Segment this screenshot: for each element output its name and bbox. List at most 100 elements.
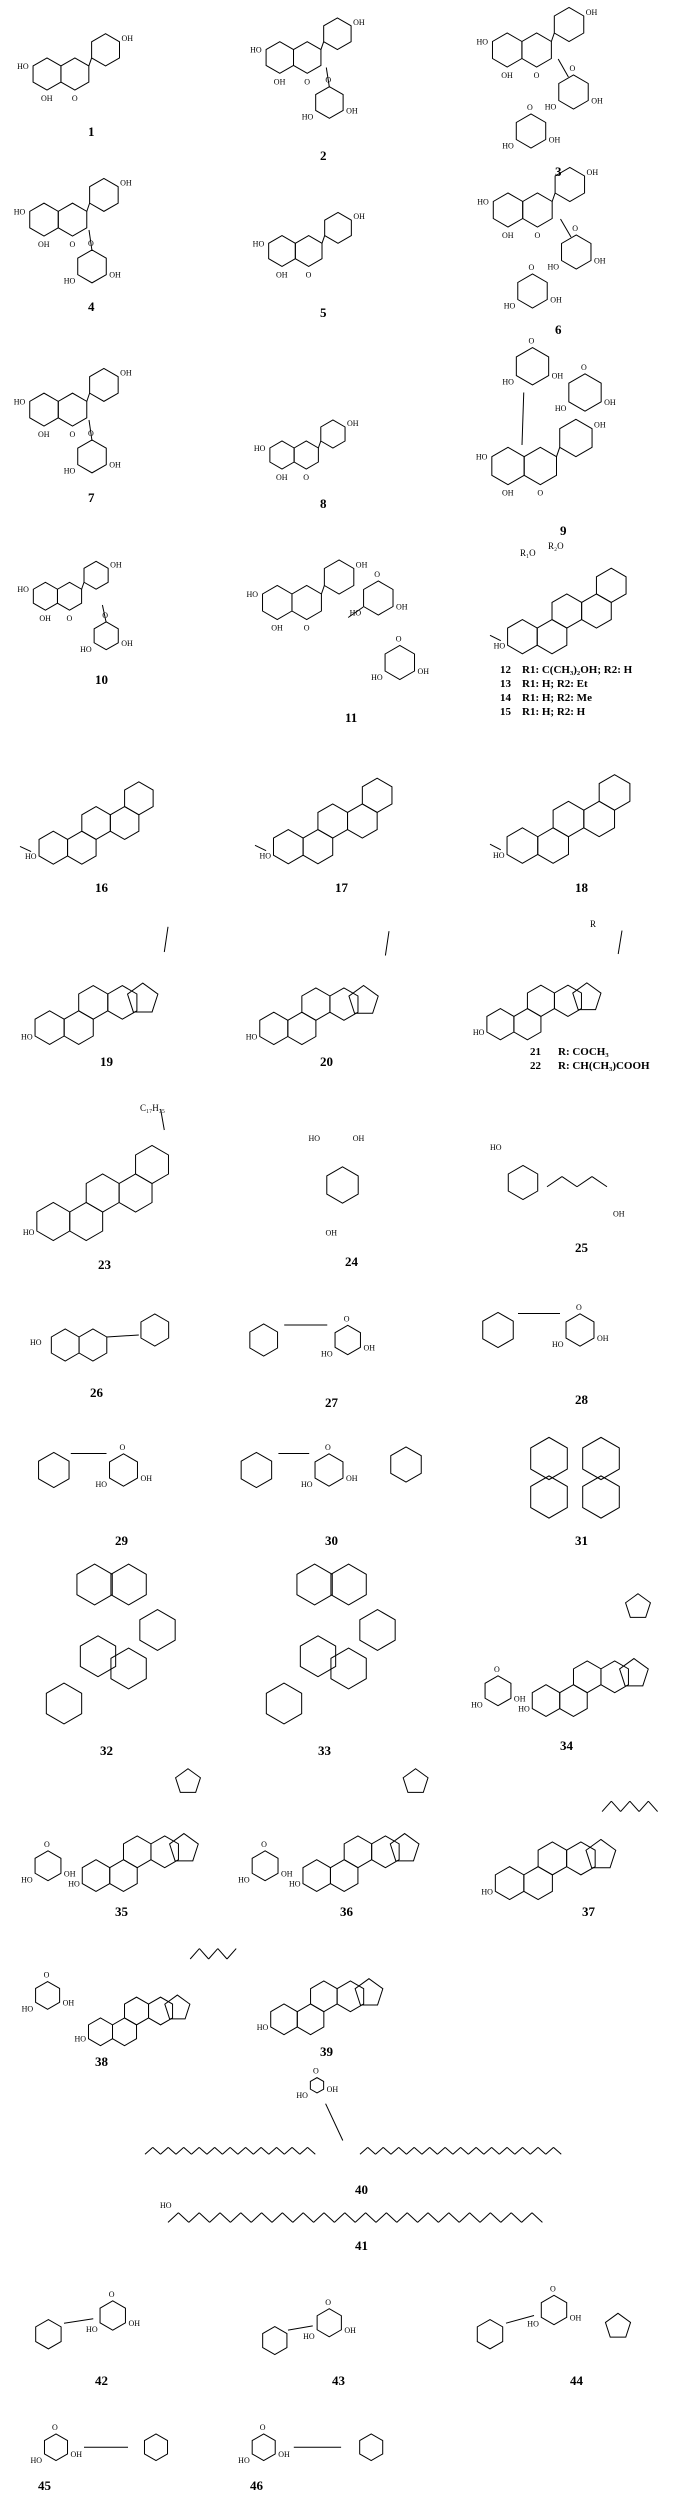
chain-bond	[283, 2147, 293, 2155]
bond	[254, 844, 267, 852]
structure-23: HO	[20, 1100, 205, 1250]
chain-bond	[167, 2147, 177, 2155]
atom-label: OH	[604, 398, 616, 407]
chain-bond	[217, 1948, 228, 1960]
ring-bond	[32, 57, 62, 91]
chain-bond	[561, 1176, 578, 1188]
chain-bond	[208, 1948, 219, 1960]
ring-bond	[559, 1684, 588, 1718]
atom-label: OH	[552, 372, 564, 381]
biflavan-icon	[45, 1563, 176, 1725]
chain-bond	[354, 2212, 366, 2223]
sugar-ring-bond	[384, 644, 416, 681]
chain-bond	[491, 2147, 500, 2155]
bond	[88, 419, 93, 441]
atom-label: HO	[30, 2456, 42, 2465]
atom-label: OH	[276, 473, 288, 482]
chain-bond	[390, 2147, 400, 2155]
bond	[88, 57, 93, 67]
sugar-ring-bond	[484, 1675, 512, 1707]
atom-label: OH	[38, 430, 50, 439]
atom-label: HO	[68, 1880, 80, 1889]
ring-bond	[522, 192, 553, 228]
ring-bond	[371, 1835, 400, 1869]
bond	[160, 1108, 165, 1131]
chain-bond	[152, 2147, 161, 2155]
ring-bond	[359, 1609, 396, 1651]
atom-label: HO	[21, 1032, 33, 1041]
structure-37: HO	[480, 1770, 665, 1901]
atom-label: O	[325, 1443, 331, 1452]
bond	[101, 604, 107, 623]
atom-label: O	[102, 611, 108, 620]
chain-bond	[479, 2212, 491, 2223]
atom-label: HO	[490, 1143, 502, 1152]
ring-bond	[551, 593, 583, 629]
ring-bond	[324, 211, 352, 244]
structure-39: HO	[257, 1925, 410, 2040]
bond	[384, 931, 390, 956]
ring-bond	[330, 1647, 367, 1690]
atom-label: O	[120, 1443, 126, 1452]
compound-label: 25	[575, 1240, 588, 1255]
chain-bond	[448, 2212, 460, 2223]
ring-bond	[595, 567, 627, 604]
chain-bond	[483, 2147, 492, 2155]
bond	[560, 218, 572, 238]
chain-bond	[189, 1948, 200, 1960]
ring-bond	[91, 33, 121, 67]
chain-bond	[638, 1800, 649, 1812]
atom-label: O	[70, 240, 76, 249]
structure-32	[30, 1560, 200, 1735]
atom-label: OH	[502, 231, 514, 240]
atom-label: HO	[23, 1228, 35, 1237]
atom-label: O	[44, 1971, 50, 1980]
atom-label: OH	[346, 1474, 358, 1483]
sugar-ring-bond	[309, 2077, 325, 2094]
ring-bond	[389, 1832, 420, 1862]
ring-bond	[598, 774, 631, 811]
atom-label: OH	[276, 270, 288, 279]
ring-bond	[537, 827, 569, 864]
ring-bond	[124, 781, 154, 816]
ring-bond	[359, 2433, 384, 2462]
atom-label: HO	[502, 142, 514, 151]
chain-bond	[365, 2212, 377, 2223]
chain-bond	[282, 2212, 294, 2223]
chain-bond	[629, 1800, 640, 1812]
ring-bond	[174, 1768, 202, 1793]
ring-bond	[553, 6, 585, 43]
chain-bond	[167, 2212, 179, 2223]
atom-label: OH	[344, 2326, 356, 2335]
structure-21: HO	[470, 915, 660, 1045]
bond	[63, 2318, 94, 2324]
c17h35-substituent: C₁₇H₃₅	[140, 1103, 166, 1113]
bond	[557, 58, 569, 78]
ring-bond	[112, 2017, 138, 2047]
ring-bond	[139, 1609, 176, 1651]
chain-bond	[313, 2212, 325, 2223]
chain-bond	[144, 2147, 154, 2155]
sugar-ring-bond	[363, 580, 394, 616]
chain-bond	[260, 2147, 270, 2155]
compound-label: 17	[335, 880, 348, 895]
chain-bond	[222, 2147, 231, 2155]
chain-bond	[458, 2212, 470, 2223]
sugar-ring-bond	[568, 373, 602, 412]
chain-bond	[427, 2212, 439, 2223]
bond	[317, 440, 322, 449]
steroid-skeleton-icon: HO	[257, 1978, 384, 2036]
ring-bond	[492, 192, 524, 228]
chain-bond	[437, 2147, 446, 2155]
ring-bond	[530, 1436, 568, 1481]
compound-label: 46	[250, 2478, 263, 2493]
